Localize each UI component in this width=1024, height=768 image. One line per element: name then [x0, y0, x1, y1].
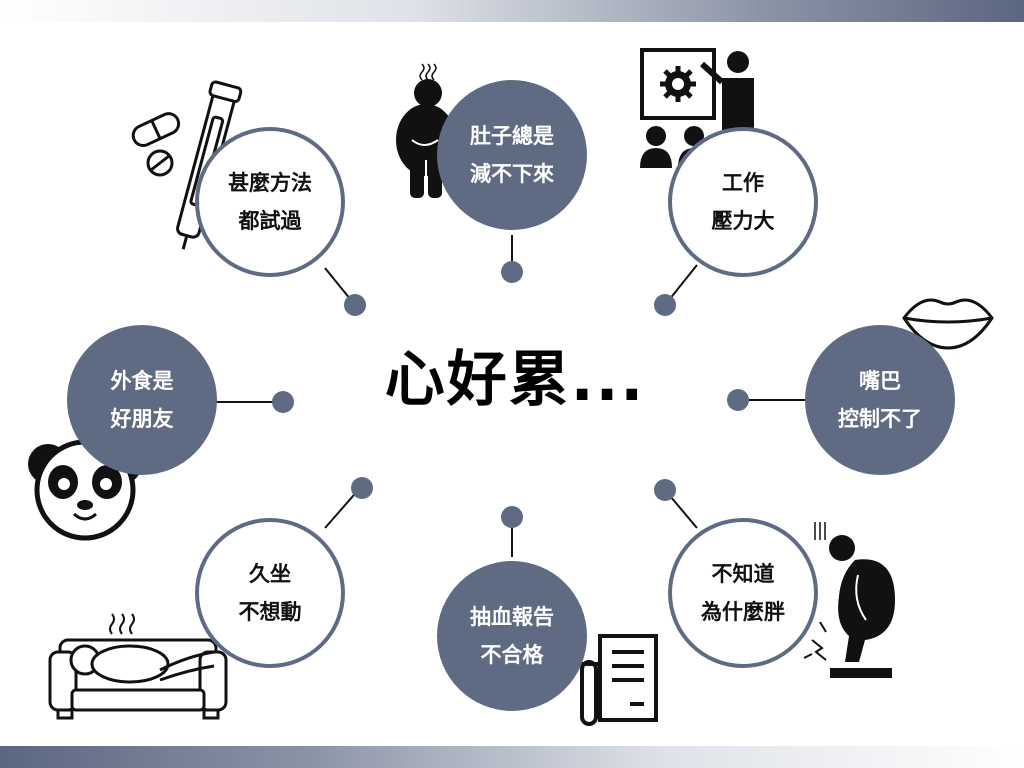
person-on-scale-icon	[803, 522, 895, 678]
dot-blood	[501, 506, 523, 528]
node-mouth-line1: 嘴巴	[859, 369, 901, 393]
node-belly-line2: 減不下來	[470, 162, 554, 186]
node-methods: 甚麼方法 都試過	[195, 127, 345, 277]
blood-test-report-icon	[576, 634, 658, 726]
node-blood-line2: 不合格	[480, 643, 544, 667]
connector-dots	[272, 261, 749, 528]
bottom-gradient-band	[0, 746, 1024, 768]
node-eating-out-line2: 好朋友	[110, 407, 174, 431]
node-work: 工作 壓力大	[668, 127, 818, 277]
node-blood-line1: 抽血報告	[470, 605, 554, 629]
dot-methods	[344, 294, 366, 316]
top-gradient-band	[0, 0, 1024, 22]
node-unknown-line2: 為什麼胖	[701, 600, 785, 624]
lips-icon	[902, 298, 994, 350]
node-work-line2: 壓力大	[711, 209, 775, 233]
node-blood: 抽血報告 不合格	[437, 561, 587, 711]
node-methods-line1: 甚麼方法	[228, 171, 312, 195]
node-work-line1: 工作	[722, 171, 764, 195]
dot-sitting	[351, 477, 373, 499]
dot-unknown	[654, 479, 676, 501]
person-lying-on-sofa-icon	[48, 613, 228, 720]
dot-eating-out	[272, 391, 294, 413]
node-belly-line1: 肚子總是	[470, 124, 554, 148]
node-belly: 肚子總是 減不下來	[437, 80, 587, 230]
node-eating-out: 外食是 好朋友	[67, 325, 217, 475]
node-sitting-line2: 不想動	[238, 600, 302, 624]
node-sitting-line1: 久坐	[249, 562, 291, 586]
node-unknown: 不知道 為什麼胖	[668, 518, 818, 668]
dot-work	[654, 294, 676, 316]
node-mouth: 嘴巴 控制不了	[805, 325, 955, 475]
node-methods-line2: 都試過	[238, 209, 302, 233]
dot-belly	[501, 261, 523, 283]
node-unknown-line1: 不知道	[711, 562, 775, 586]
center-title: 心好累...	[384, 345, 646, 415]
node-mouth-line2: 控制不了	[838, 407, 922, 431]
node-eating-out-line1: 外食是	[110, 369, 174, 393]
node-sitting: 久坐 不想動	[195, 518, 345, 668]
dot-mouth	[727, 389, 749, 411]
